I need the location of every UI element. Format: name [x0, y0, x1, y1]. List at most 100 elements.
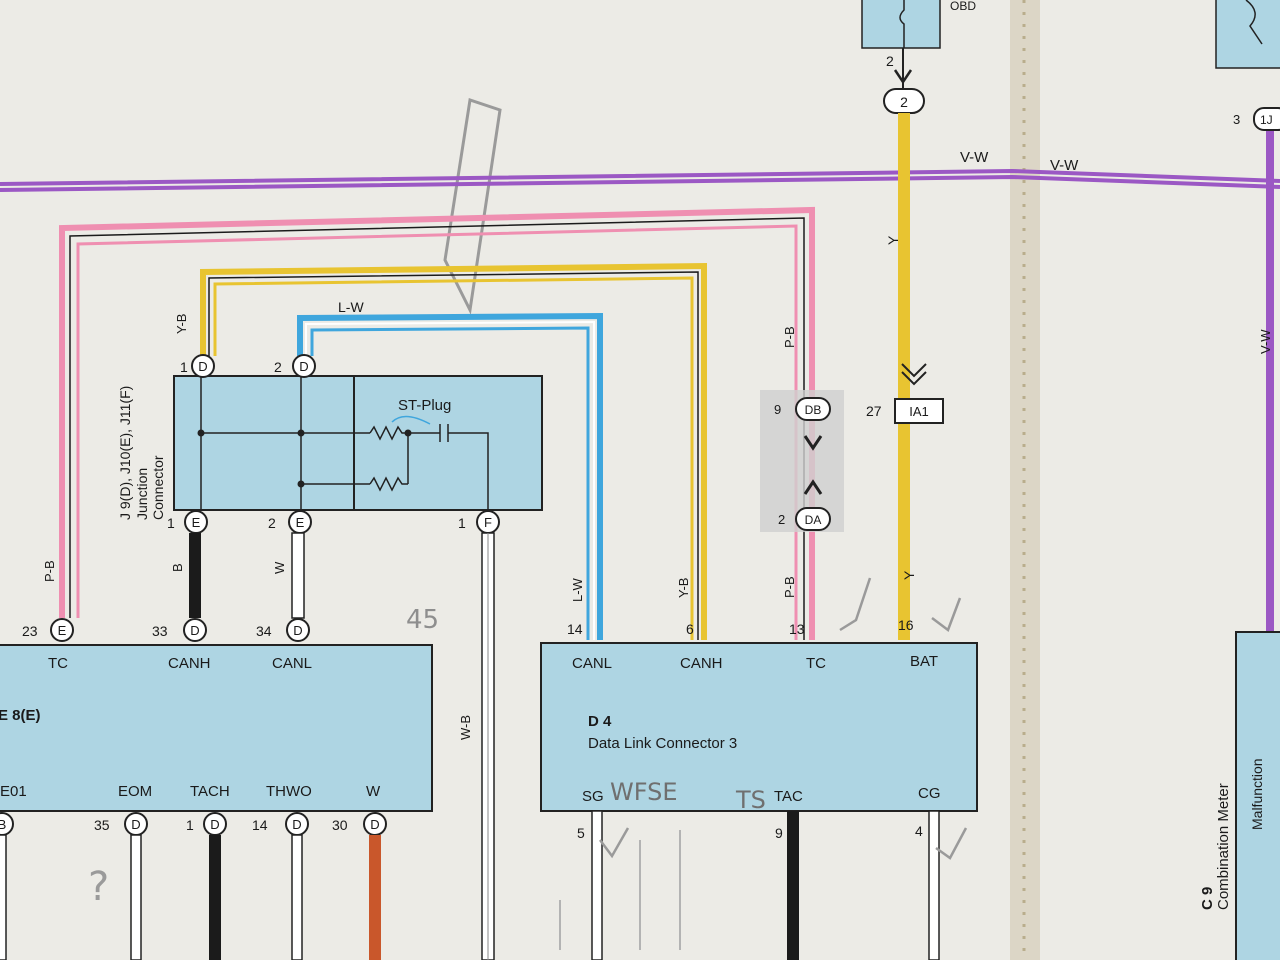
v-w-label-1: V-W — [960, 149, 989, 166]
junction-pin-1e-number: 1 — [167, 515, 175, 531]
ecu-w-label: W — [366, 783, 381, 800]
ia1-pin-number: 27 — [866, 403, 882, 419]
y-b-canh-wire-stripe — [208, 271, 699, 640]
dlc-bat-label: BAT — [910, 653, 938, 670]
dlc-name: Data Link Connector 3 — [588, 735, 737, 752]
y-wire-label-upper: Y — [885, 235, 901, 245]
junction-codes: J 9(D), J10(E), J11(F) — [117, 386, 133, 520]
pencil-check-marks — [839, 577, 962, 633]
junction-pin-1d: D 1 — [180, 354, 215, 378]
ecu-pin-thwo-letter: D — [292, 817, 301, 832]
obd-pin-number: 2 — [886, 53, 894, 69]
ecu-pin-w-letter: D — [370, 817, 379, 832]
da-pin-number: 2 — [778, 512, 785, 527]
junction-connector-box — [173, 375, 543, 511]
ecu-pin-tc-number: 23 — [22, 623, 38, 639]
junction-pin-1e: E 1 — [167, 510, 208, 534]
ecu-pin-tach: D 1 — [186, 812, 227, 836]
da-connector-oval — [795, 507, 831, 531]
meter-lamp-label: Malfunction — [1249, 758, 1265, 830]
junction-pin-1d-number: 1 — [180, 359, 188, 375]
connector-1j-oval — [1253, 107, 1280, 131]
junction-pin-1f-letter: F — [484, 515, 492, 530]
ecu-pin-canl-letter: D — [293, 623, 302, 638]
l-w-canl-wire-stripe — [305, 320, 595, 640]
ecu-pin-tc: E 23 — [22, 618, 74, 642]
l-w-label-lower: L-W — [570, 577, 585, 602]
ecu-eom-lead — [130, 834, 142, 960]
l-w-label-upper: L-W — [338, 299, 364, 315]
dlc-sg-lead — [591, 810, 603, 960]
ecu-e01-label: E01 — [0, 783, 27, 800]
pencil-check-marks-bottom — [599, 827, 968, 860]
dlc-cg-label: CG — [918, 785, 941, 802]
junction-node-1 — [197, 429, 205, 437]
ecu-canl-label: CANL — [272, 655, 312, 672]
st-plug-pointer — [391, 415, 431, 425]
junction-pin-2d: D 2 — [274, 354, 316, 378]
b-wire-label: B — [170, 563, 185, 572]
st-plug-capacitor — [408, 424, 489, 510]
obd-fuse-symbol — [899, 0, 905, 48]
st-plug-resistor-2 — [369, 476, 408, 492]
junction-pin-1d-letter: D — [198, 359, 207, 374]
right-fuse-box — [1215, 0, 1280, 69]
connector-2-label: 2 — [900, 94, 908, 110]
dlc-tac-pin: 9 — [775, 825, 783, 841]
junction-pin-2d-number: 2 — [274, 359, 282, 375]
ia1-connector-box — [894, 398, 944, 424]
da-label: DA — [805, 513, 822, 527]
junction-node-3 — [297, 480, 305, 488]
db-pin-number: 9 — [774, 402, 781, 417]
dlc-box — [540, 642, 978, 812]
w-canl-wire — [291, 532, 305, 619]
junction-pin-2d-letter: D — [299, 359, 308, 374]
junction-node-2 — [297, 429, 305, 437]
junction-pin-1f-number: 1 — [458, 515, 466, 531]
p-b-label-lower: P-B — [782, 576, 797, 598]
right-fuse-symbol — [1245, 0, 1263, 45]
ecu-pin-tach-number: 1 — [186, 817, 194, 833]
st-plug-label: ST-Plug — [398, 397, 451, 414]
y-b-canh-wire — [200, 262, 707, 640]
dlc-canl-label: CANL — [572, 655, 612, 672]
ecu-thwo-lead — [291, 834, 303, 960]
db-connector-oval — [795, 397, 831, 421]
dlc-code: D 4 — [588, 713, 612, 730]
p-b-label-left: P-B — [42, 560, 57, 582]
v-w-right-wire — [1266, 128, 1274, 960]
v-right-label: V-W — [1258, 329, 1273, 354]
dlc-sg-pin: 5 — [577, 825, 585, 841]
y-wire-bat — [898, 113, 910, 640]
v-w-label-2: V-W — [1050, 157, 1079, 174]
ia1-label: IA1 — [909, 404, 929, 419]
ecu-canh-label: CANH — [168, 655, 211, 672]
ecu-tach-label: TACH — [190, 783, 230, 800]
ecu-pin-eom-number: 35 — [94, 817, 110, 833]
ecu-tach-lead — [209, 835, 221, 960]
v-w-wire-upper — [0, 168, 1280, 186]
obd-label: OBD — [950, 0, 976, 13]
b-canh-wire — [189, 533, 201, 618]
ecu-w-lead — [369, 835, 381, 960]
y-wire-label-lower: Y — [901, 570, 917, 580]
meter-name: Combination Meter — [1215, 783, 1232, 910]
junction-pin-1e-letter: E — [192, 515, 201, 530]
w-b-label: W-B — [458, 715, 473, 740]
pencil-note-45: 45 — [406, 605, 439, 635]
obd-arrow-mark — [893, 69, 913, 85]
dlc-tac-lead — [787, 811, 799, 960]
ecu-pin-canh-number: 33 — [152, 623, 168, 639]
dlc-tac-label: TAC — [774, 788, 803, 805]
ecu-name: E 8(E) — [0, 707, 41, 724]
dlc-tc-label: TC — [806, 655, 826, 672]
ecu-pin-thwo-number: 14 — [252, 817, 268, 833]
p-b-label-upper: P-B — [782, 326, 797, 348]
dlc-tc-pin: 13 — [789, 621, 805, 637]
obd-fuse-box — [861, 0, 941, 49]
pencil-note-wfse: WFSE — [610, 778, 678, 806]
l-w-canl-wire — [297, 312, 603, 640]
dlc-bat-pin: 16 — [898, 617, 914, 633]
